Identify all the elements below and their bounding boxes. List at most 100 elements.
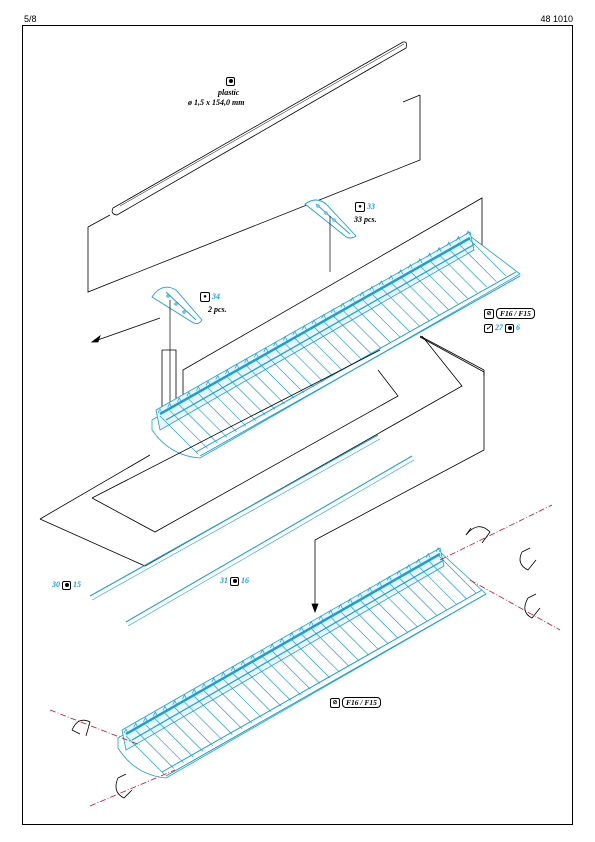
plastic-rod <box>111 41 407 216</box>
rib-top <box>435 547 441 553</box>
upper-pe-part: 27 <box>495 323 503 332</box>
rib-top <box>446 241 452 247</box>
rib-top <box>152 711 158 717</box>
rib-line <box>301 633 340 673</box>
page-number: 5/8 <box>24 14 37 24</box>
rib-top <box>143 716 148 722</box>
rib-line <box>333 315 372 355</box>
rib-line <box>418 566 457 605</box>
rib-line <box>291 639 330 679</box>
rib-top <box>172 699 178 705</box>
rib-line <box>379 588 418 628</box>
rib-top <box>292 330 298 336</box>
rib-top <box>311 319 317 325</box>
rib-top <box>427 252 432 258</box>
rib-top <box>407 263 413 269</box>
rib-top <box>357 592 363 598</box>
rib-top <box>250 654 256 660</box>
rib-line <box>361 298 401 338</box>
rib-top <box>347 598 353 604</box>
variant-upper-parts: ✓ 27 6 <box>484 323 520 333</box>
rib-top <box>167 402 172 408</box>
kit-code: 48 1010 <box>540 14 573 24</box>
rib-top <box>350 296 355 302</box>
center-leader <box>311 336 485 614</box>
rib-top <box>367 586 373 592</box>
rib-top <box>456 235 461 241</box>
rib-top <box>388 274 394 280</box>
rotate-arrow-icon <box>71 526 541 799</box>
photo-etch-icon: ● <box>200 292 210 303</box>
strip-30 <box>89 434 381 601</box>
rib-line <box>184 701 223 741</box>
glue-check-icon: ✓ <box>484 323 493 333</box>
rib-line <box>467 237 507 277</box>
rib-top <box>340 302 346 308</box>
rib-line <box>213 684 252 724</box>
rib-line <box>408 571 447 611</box>
rib-top <box>182 694 187 700</box>
rib-top <box>230 665 236 671</box>
variant-lower-label: F16 / F15 <box>342 697 381 708</box>
rib-top <box>321 313 326 319</box>
leader-arrow <box>90 317 161 343</box>
rib-line <box>174 707 213 746</box>
rib-top <box>282 335 288 341</box>
rib-line <box>400 276 439 316</box>
part-33-label: ● 33 <box>355 202 375 213</box>
rib-line <box>217 382 256 421</box>
rib-line <box>284 343 324 382</box>
rib-top <box>263 347 269 352</box>
rib-line <box>419 265 459 305</box>
rib-line <box>342 310 382 349</box>
rod-dimension: ø 1,5 x 154,0 mm <box>188 98 245 107</box>
rib-line <box>188 399 228 438</box>
rib-top <box>377 581 382 587</box>
part-34-label: ● 34 <box>200 292 220 303</box>
plastic-part-icon <box>226 76 235 86</box>
rib-top <box>225 369 230 375</box>
rib-line <box>359 600 399 639</box>
rib-top <box>369 285 375 291</box>
rib-line <box>428 560 467 599</box>
variant-lower: ⊘ F16 / F15 <box>330 697 381 709</box>
part-33-number: 33 <box>367 202 375 211</box>
strip-31 <box>125 455 415 627</box>
strip-template <box>39 335 485 567</box>
rib-line <box>350 605 389 645</box>
photo-etch-icon: ⊘ <box>330 698 340 709</box>
rib-line <box>159 415 199 455</box>
rib-line <box>246 365 285 405</box>
rib-line <box>352 304 391 343</box>
upper-plastic-part: 6 <box>516 323 520 332</box>
rib-top <box>386 575 392 581</box>
photo-etch-icon: ● <box>355 202 365 213</box>
rib-line <box>155 718 194 758</box>
rib-top <box>299 626 304 632</box>
rib-line <box>275 349 314 388</box>
rib-line <box>272 650 311 690</box>
rib-line <box>145 724 184 763</box>
rib-top <box>260 649 265 654</box>
rod-guide-plane <box>87 94 421 293</box>
rib-top <box>308 620 314 626</box>
rib-top <box>269 643 275 649</box>
rib-top <box>465 230 471 236</box>
rib-top <box>253 352 259 358</box>
part-30-15: 30 15 <box>52 580 81 590</box>
rib-line <box>311 628 350 667</box>
rib-top <box>234 363 240 369</box>
rib-top <box>201 682 207 688</box>
rib-line <box>304 332 343 371</box>
rib-top <box>330 308 336 314</box>
rib-line <box>340 611 379 650</box>
rib-top <box>157 408 163 414</box>
rib-line <box>320 622 360 662</box>
rib-line <box>371 293 410 332</box>
rib-top <box>215 374 221 380</box>
rib-top <box>398 269 403 275</box>
rib-top <box>302 324 307 330</box>
rib-top <box>221 671 226 677</box>
rib-top <box>328 609 334 615</box>
